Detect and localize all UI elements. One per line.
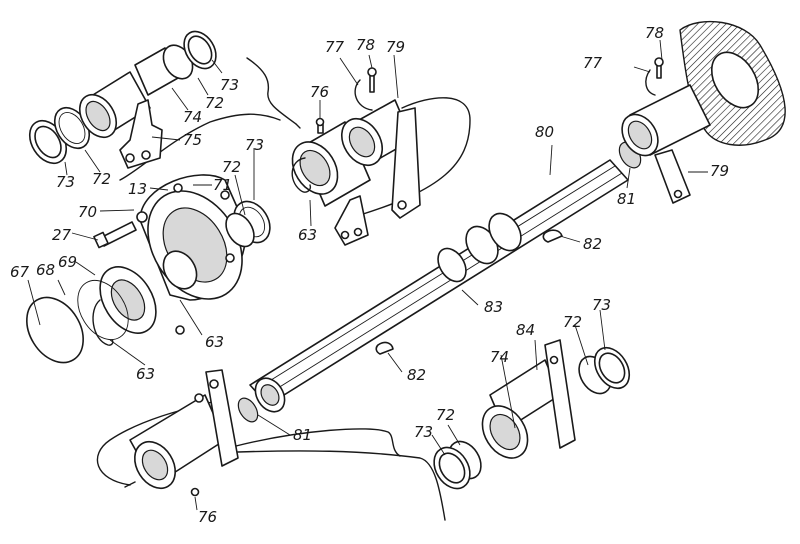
part-label-72: 72 [563, 313, 583, 331]
flow-lines [96, 57, 471, 521]
part-label-80: 80 [535, 123, 555, 141]
part-label-77: 77 [583, 54, 603, 72]
flow-curve-lower [237, 450, 446, 521]
part-label-81: 81 [293, 426, 313, 444]
part-label-72: 72 [222, 158, 242, 176]
snap-ring-63 [291, 157, 312, 193]
part-label-75: 75 [183, 131, 203, 149]
part-label-63: 63 [136, 365, 156, 383]
part-label-72: 72 [205, 94, 225, 112]
part-label-79: 79 [710, 162, 730, 180]
part-label-73: 73 [56, 173, 76, 191]
part-label-73: 73 [592, 296, 612, 314]
flow-curve-lower-b [235, 428, 401, 457]
part-label-76: 76 [310, 83, 330, 101]
part-label-63: 63 [298, 226, 318, 244]
part-label-82: 82 [583, 235, 603, 253]
part-label-72: 72 [92, 170, 112, 188]
housing-assembly-left [26, 174, 271, 364]
key-82-lower [375, 341, 394, 355]
part-label-67: 67 [10, 263, 30, 281]
part-label-78: 78 [356, 36, 376, 54]
part-label-78: 78 [645, 24, 665, 42]
flow-curve-upper [246, 57, 297, 125]
part-label-84: 84 [516, 321, 536, 339]
flow-arrow-upper [295, 123, 301, 129]
part-label-73: 73 [220, 76, 240, 94]
part-label-74: 74 [183, 108, 203, 126]
flow-arrow-bottom [124, 481, 136, 488]
bushing-assembly-upper-left [28, 30, 217, 169]
flow-curve-left [119, 113, 281, 181]
part-label-68: 68 [36, 261, 56, 279]
key-82-upper [542, 229, 563, 243]
housing-upper-right [621, 20, 786, 204]
leader-lines [27, 39, 708, 511]
part-label-69: 69 [58, 253, 78, 271]
part-label-73: 73 [245, 136, 265, 154]
part-label-72: 72 [436, 406, 456, 424]
part-label-83: 83 [484, 298, 504, 316]
part-label-27: 27 [52, 226, 72, 244]
part-label-63: 63 [205, 333, 225, 351]
part-label-79: 79 [386, 38, 406, 56]
part-label-70: 70 [78, 203, 98, 221]
part-label-74: 74 [490, 348, 510, 366]
part-label-77: 77 [325, 38, 345, 56]
part-label-13: 13 [128, 180, 148, 198]
fork-assembly-lower-left [129, 369, 239, 497]
part-label-73: 73 [414, 423, 434, 441]
fork-assembly-middle [291, 67, 421, 246]
part-label-76: 76 [198, 508, 218, 526]
bushing-assembly-lower-right [433, 339, 631, 490]
part-label-71: 71 [213, 176, 233, 194]
part-label-82: 82 [407, 366, 427, 384]
shaft-80 [249, 159, 629, 413]
spline-81-lower [237, 397, 259, 423]
part-label-81: 81 [617, 190, 637, 208]
